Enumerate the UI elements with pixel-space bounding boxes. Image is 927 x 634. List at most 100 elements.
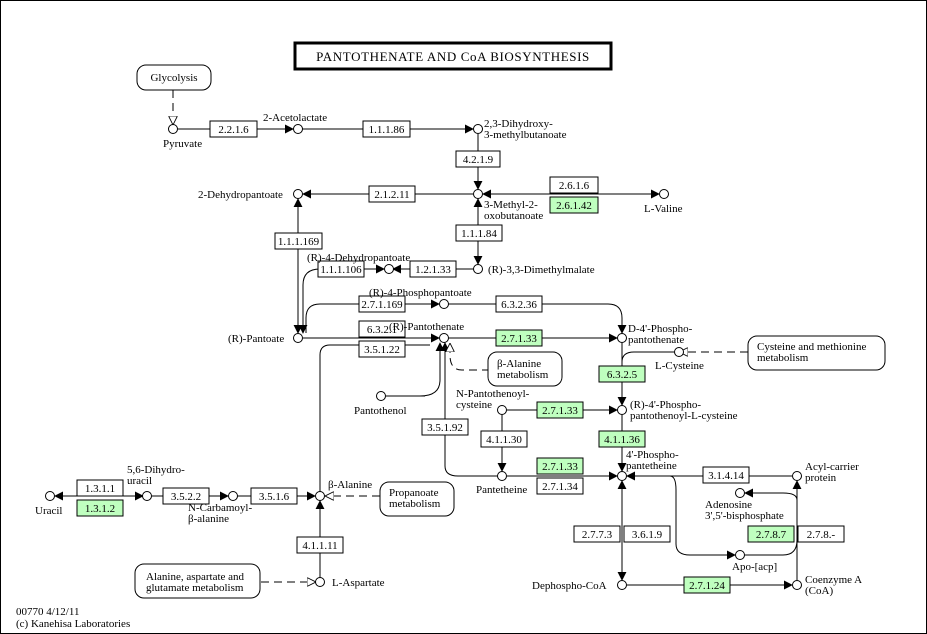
compound-node-icon[interactable] [293, 124, 303, 134]
enzyme-3-5-2-2[interactable]: 3.5.2.2 [162, 487, 210, 505]
compound-phosphopantothenoyl-cys[interactable]: (R)-4'-Phospho-pantothenoyl-L-cysteine [617, 399, 738, 422]
compound-pantetheine[interactable]: Pantetheine [476, 471, 527, 497]
enzyme-2-7-1-24[interactable]: 2.7.1.24 [683, 576, 731, 594]
compound-node-icon[interactable] [473, 264, 483, 274]
compound-dimethylmalate[interactable]: (R)-3,3-Dimethylmalate [473, 264, 595, 276]
enzyme-6-3-2-5[interactable]: 6.3.2.5 [598, 365, 646, 383]
compound-node-icon[interactable] [473, 189, 483, 199]
map-link-beta-alanine[interactable]: β-Alanine metabolism [487, 351, 563, 387]
compound-node-icon[interactable] [315, 491, 325, 501]
compound-node-icon[interactable] [376, 391, 386, 401]
compound-node-icon[interactable] [617, 333, 627, 343]
enzyme-1-1-1-86[interactable]: 1.1.1.86 [362, 120, 411, 138]
compound-node-icon[interactable] [293, 189, 303, 199]
compound-node-icon[interactable] [497, 471, 507, 481]
enzyme-2-7-1-33[interactable]: 2.7.1.33 [495, 329, 543, 347]
compound-dehydropantoate[interactable]: 2-Dehydropantoate [198, 189, 303, 201]
enzyme-1-1-1-106[interactable]: 1.1.1.106 [317, 260, 365, 278]
compound-n-carbamoyl[interactable]: N-Carbamoyl-β-alanine [188, 491, 252, 526]
compound-node-icon[interactable] [617, 471, 627, 481]
enzyme-box [455, 224, 503, 242]
compound-node-icon[interactable] [659, 189, 669, 199]
enzyme-4-2-1-9[interactable]: 4.2.1.9 [455, 150, 501, 168]
compound-node-icon[interactable] [617, 580, 627, 590]
compound-node-icon[interactable] [439, 333, 449, 343]
enzyme-3-5-1-92[interactable]: 3.5.1.92 [421, 418, 469, 436]
compound-node-icon[interactable] [439, 299, 449, 309]
compound-node-icon[interactable] [228, 491, 238, 501]
compound-pyruvate[interactable]: Pyruvate [163, 124, 202, 151]
enzyme-label: 1.1.1.84 [461, 228, 497, 240]
compound-b-alanine-cpd[interactable]: β-Alanine [315, 479, 373, 501]
map-link-cysteine-methionine[interactable]: Cysteine and methionine metabolism [747, 335, 886, 371]
map-link-propanoate[interactable]: Propanoate metabolism [379, 481, 455, 517]
enzyme-1-2-1-33[interactable]: 1.2.1.33 [409, 260, 457, 278]
enzyme-6-3-2-1[interactable]: 6.3.2.1 [358, 320, 406, 338]
compound-phosphopantoate[interactable]: (R)-4-Phosphopantoate [369, 287, 472, 309]
enzyme-4-1-1-30[interactable]: 4.1.1.30 [480, 430, 528, 448]
compound-l-cysteine[interactable]: L-Cysteine [655, 347, 704, 373]
enzyme-2-6-1-6[interactable]: 2.6.1.6 [549, 176, 599, 194]
enzyme-1-3-1-2[interactable]: 1.3.1.2 [76, 499, 124, 517]
compound-r-dehydropantoate[interactable]: (R)-4-Dehydropantoate [307, 252, 410, 274]
enzyme-2-7-1-33[interactable]: 2.7.1.33 [536, 457, 584, 475]
compound-node-icon[interactable] [315, 577, 325, 587]
enzyme-2-7-1-33[interactable]: 2.7.1.33 [536, 401, 584, 419]
compound-dephospho-coa[interactable]: Dephospho-CoA [532, 580, 627, 592]
compound-n-pantothenoyl-cys[interactable]: N-Pantothenoyl-cysteine [456, 388, 530, 415]
enzyme-3-6-1-9[interactable]: 3.6.1.9 [623, 525, 671, 543]
compound-node-icon[interactable] [497, 405, 507, 415]
compound-node-icon[interactable] [384, 264, 394, 274]
compound-node-icon[interactable] [792, 580, 802, 590]
compound-node-icon[interactable] [674, 347, 684, 357]
compound-dihydroxy[interactable]: 2,3-Dihydroxy-3-methylbutanoate [473, 118, 567, 141]
enzyme-2-1-2-11[interactable]: 2.1.2.11 [368, 185, 416, 203]
compound-node-icon[interactable] [617, 405, 627, 415]
compound-node-icon[interactable] [792, 471, 802, 481]
enzyme-2-7-8--x[interactable]: 2.7.8.- [797, 525, 845, 543]
enzyme-2-7-7-3[interactable]: 2.7.7.3 [573, 525, 621, 543]
map-link-glycolysis[interactable]: Glycolysis [136, 64, 212, 91]
svg-text:metabolism: metabolism [497, 369, 549, 381]
compound-apo-acp[interactable]: Apo-[acp] [732, 550, 777, 574]
compound-uracil[interactable]: Uracil [35, 491, 62, 518]
map-link-ala-asp-glu[interactable]: Alanine, aspartate and glutamate metabol… [134, 563, 261, 599]
enzyme-4-1-1-11[interactable]: 4.1.1.11 [296, 536, 344, 554]
compound-phosphopantetheine[interactable]: 4'-Phospho-pantetheine [617, 449, 680, 481]
enzyme-2-7-8-7[interactable]: 2.7.8.7 [747, 525, 795, 543]
enzyme-2-7-1-34[interactable]: 2.7.1.34 [536, 477, 584, 495]
enzyme-4-1-1-36[interactable]: 4.1.1.36 [598, 430, 646, 448]
compound-d-phosphopantothenate[interactable]: D-4'-Phospho-pantothenate [617, 323, 693, 346]
compound-l-valine[interactable]: L-Valine [644, 189, 683, 216]
enzyme-3-5-1-22[interactable]: 3.5.1.22 [358, 340, 406, 358]
compound-pantoate[interactable]: (R)-Pantoate [228, 333, 303, 345]
enzyme-label: 3.6.1.9 [632, 529, 663, 541]
compound-node-icon[interactable] [473, 124, 483, 134]
enzyme-2-6-1-42[interactable]: 2.6.1.42 [549, 196, 599, 214]
compound-node-icon[interactable] [735, 550, 745, 560]
enzyme-6-3-2-36[interactable]: 6.3.2.36 [495, 295, 543, 313]
map-title-text: PANTOTHENATE AND CoA BIOSYNTHESIS [316, 49, 590, 64]
compound-node-icon[interactable] [168, 124, 178, 134]
enzyme-3-5-1-6[interactable]: 3.5.1.6 [250, 487, 298, 505]
enzyme-1-3-1-1[interactable]: 1.3.1.1 [76, 479, 124, 497]
compound-node-icon[interactable] [45, 491, 55, 501]
enzyme-2-2-1-6[interactable]: 2.2.1.6 [209, 120, 258, 138]
compound-l-aspartate[interactable]: L-Aspartate [315, 577, 385, 589]
enzyme-3-1-4-14[interactable]: 3.1.4.14 [702, 466, 750, 484]
compound-acetolactate[interactable]: 2-Acetolactate [263, 112, 327, 134]
compound-node-icon[interactable] [735, 488, 745, 498]
compound-pantothenate[interactable]: (R)-Pantothenate [389, 321, 464, 343]
compound-coa[interactable]: Coenzyme A(CoA) [792, 574, 863, 597]
compound-pantothenol[interactable]: Pantothenol [354, 391, 407, 418]
compound-methyl-oxo[interactable]: 3-Methyl-2-oxobutanoate [473, 189, 544, 223]
enzyme-1-1-1-169[interactable]: 1.1.1.169 [274, 232, 323, 250]
enzyme-2-7-1-169[interactable]: 2.7.1.169 [358, 295, 406, 313]
compound-node-icon[interactable] [293, 333, 303, 343]
enzyme-1-1-1-84[interactable]: 1.1.1.84 [455, 224, 503, 242]
compound-label: pantothenoyl-L-cysteine [630, 410, 738, 422]
compound-dihydrouracil[interactable]: 5,6-Dihydro-uracil [127, 464, 185, 501]
compound-node-icon[interactable] [142, 491, 152, 501]
